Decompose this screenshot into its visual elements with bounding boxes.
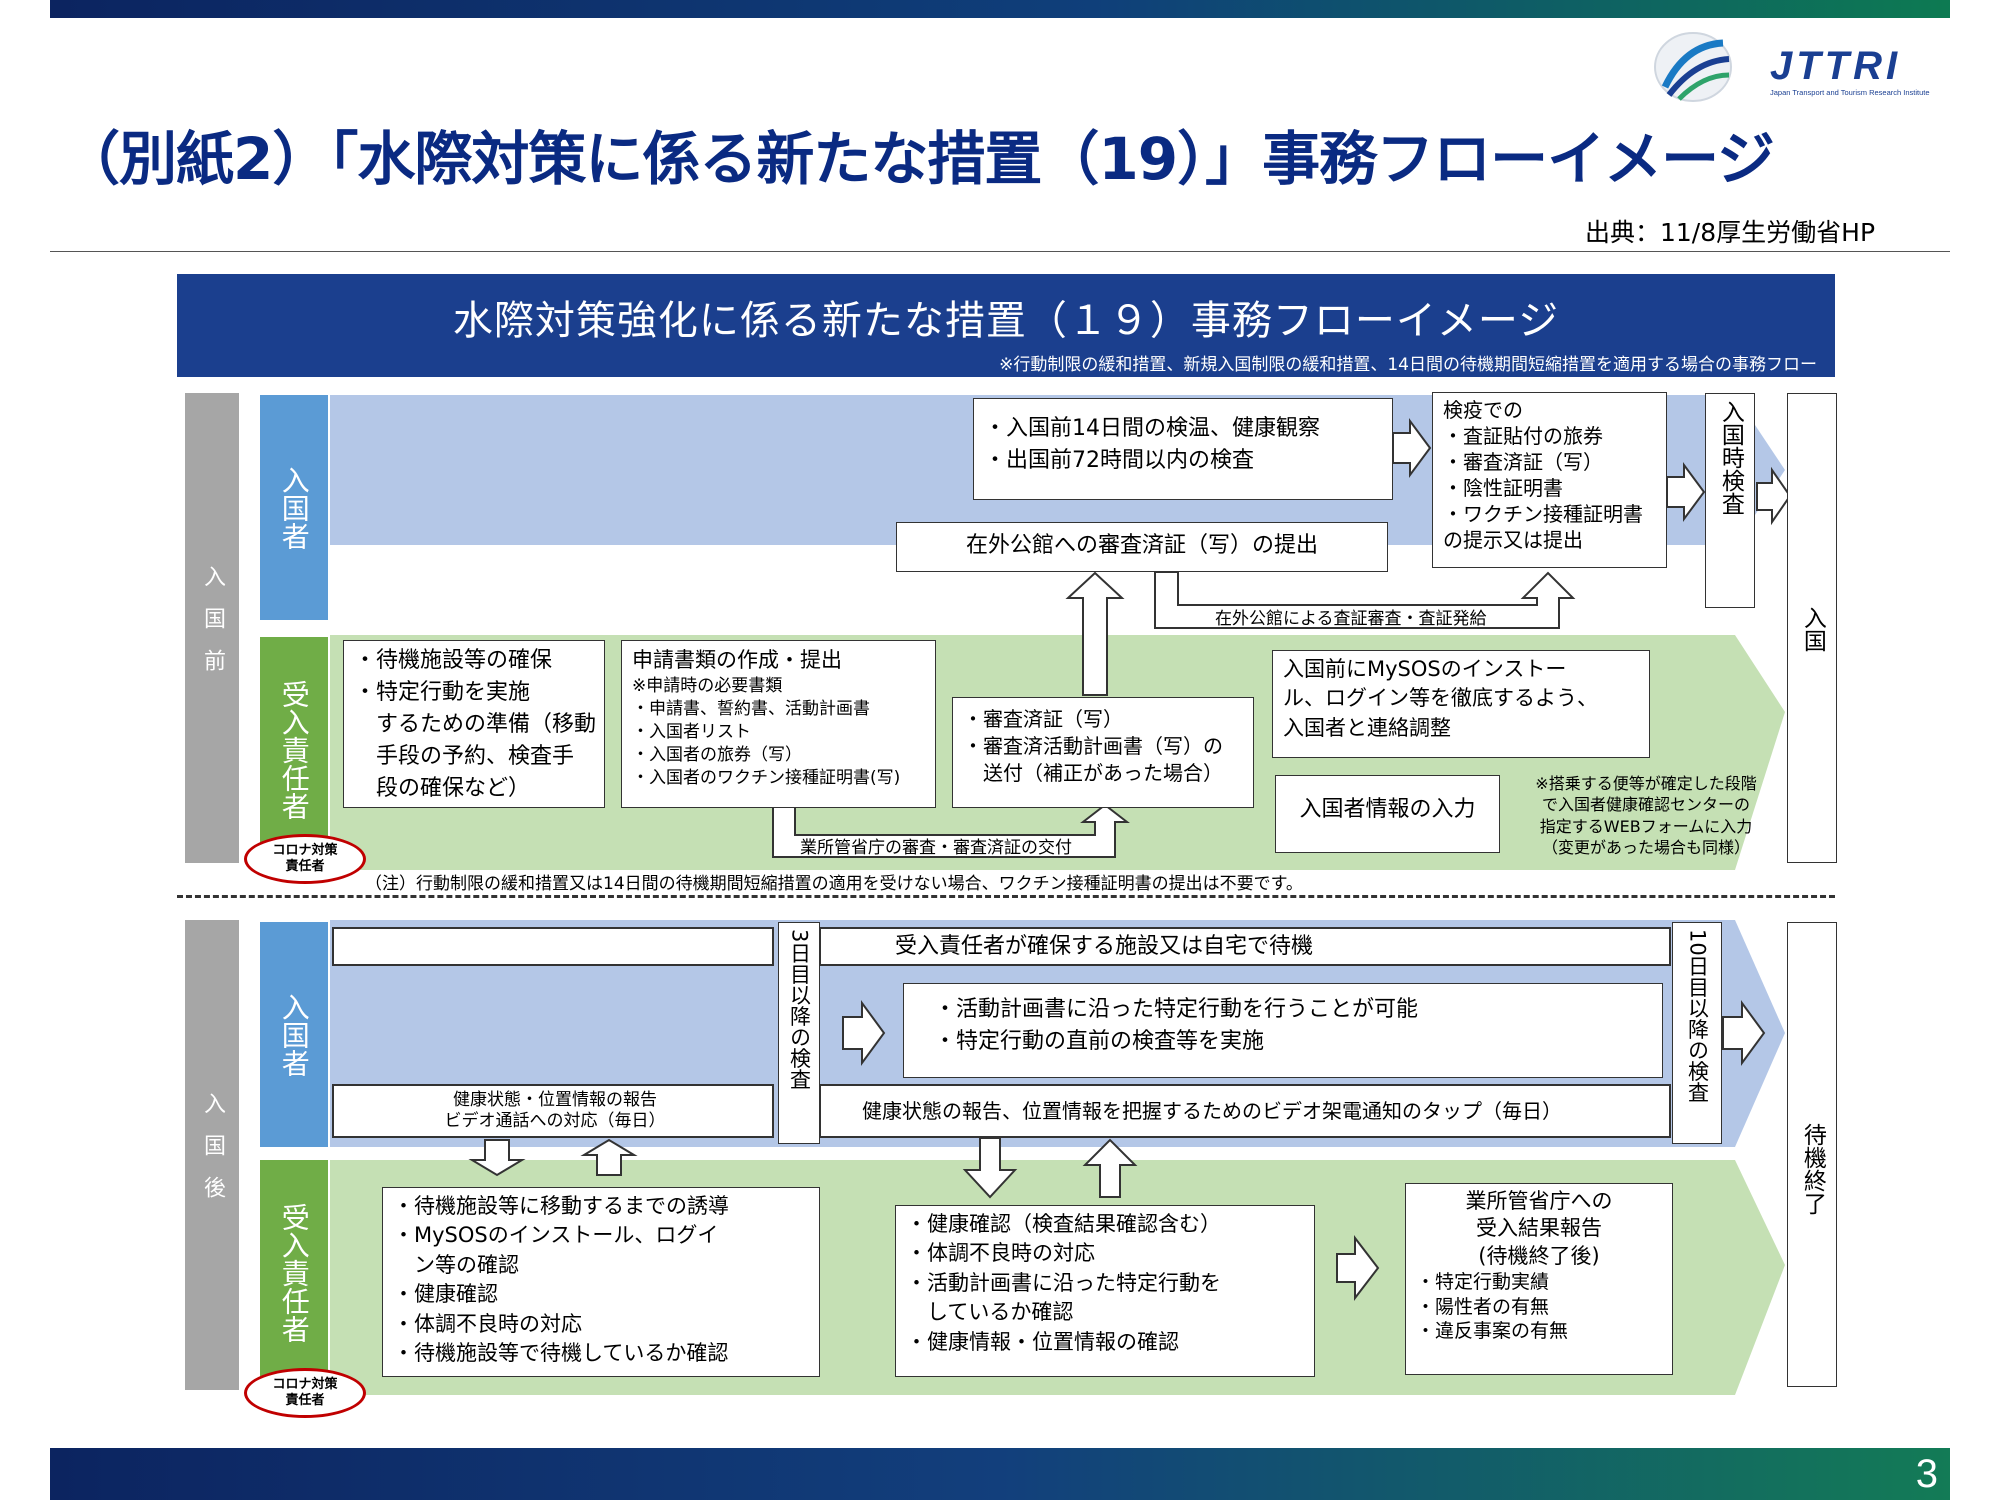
phase-before: 入国前 <box>185 393 239 863</box>
arrival-test-box: 入国時検査 <box>1705 393 1755 608</box>
sponsor-guidance-box: ・待機施設等に移動するまでの誘導・MySOSのインストール、ログイ ン等の確認・… <box>382 1187 820 1377</box>
row-label-sponsor-after: 受入責任者 <box>260 1160 328 1385</box>
arrow-up-icon <box>580 571 1138 1198</box>
input-note: ※搭乗する便等が確定した段階で入国者健康確認センターの指定するWEBフォームに入… <box>1535 774 1757 857</box>
activities-box: ・活動計画書に沿った特定行動を行うことが可能・特定行動の直前の検査等を実施 <box>903 983 1663 1078</box>
sponsor-prep-box: ・待機施設等の確保・特定行動を実施 するための準備（移動 手段の予約、検査手 段… <box>343 640 605 808</box>
application-box: 申請書類の作成・提出 ※申請時の必要書類・申請書、誓約書、活動計画書・入国者リス… <box>621 640 936 808</box>
day10-test-box: 10日目以降の検査 <box>1672 922 1722 1144</box>
video-tap-label: 健康状態の報告、位置情報を把握するためのビデオ架電通知のタップ（毎日） <box>862 1099 1562 1123</box>
jttri-logo-icon <box>1654 32 1732 102</box>
section-divider <box>177 895 1835 898</box>
page-title: （別紙2）「水際対策に係る新たな措置（19）」事務フローイメージ <box>62 125 1775 193</box>
ministry-review-label: 業所管省庁の審査・審査済証の交付 <box>800 838 1072 858</box>
wait-bar-right <box>819 927 1671 966</box>
embassy-submit-box: 在外公館への審査済証（写）の提出 <box>896 522 1388 572</box>
day3-test-box: 3日目以降の検査 <box>778 922 820 1144</box>
wait-end-box: 待機終了 <box>1787 922 1837 1387</box>
wait-bar-left <box>332 927 774 966</box>
health-report-bar <box>332 1084 774 1138</box>
row-label-sponsor-before: 受入責任者 <box>260 637 328 862</box>
mysos-coordination-box: 入国前にMySOSのインストール、ログイン等を徹底するよう、入国者と連絡調整 <box>1272 650 1650 758</box>
title-divider <box>50 251 1950 252</box>
source-note: 出典：11/8厚生労働省HP <box>1585 218 1876 247</box>
logo-text: JTTRI <box>1770 44 1902 88</box>
logo-subtext: Japan Transport and Tourism Research Ins… <box>1770 88 1930 97</box>
diagram-banner <box>177 274 1835 377</box>
embassy-visa-label: 在外公館による査証審査・査証発給 <box>1215 609 1487 629</box>
embassy-connector <box>1154 571 1576 629</box>
entrant-info-input-box: 入国者情報の入力 <box>1275 775 1500 853</box>
health-report-label: 健康状態・位置情報の報告ビデオ通話への対応（毎日） <box>444 1090 666 1132</box>
ministry-report-box: 業所管省庁への受入結果報告(待機終了後) ・特定行動実績・陽性者の有無・違反事案… <box>1405 1183 1673 1375</box>
top-brand-bar <box>50 0 1950 18</box>
ministry-connector <box>772 799 1130 858</box>
send-docs-box: ・審査済証（写）・審査済活動計画書（写）の 送付（補正があった場合） <box>952 697 1254 808</box>
entrant-checks-box: ・入国前14日間の検温、健康観察・出国前72時間以内の検査 <box>973 398 1393 500</box>
diagram-title: 水際対策強化に係る新たな措置（１９）事務フローイメージ <box>452 298 1560 344</box>
quarantine-docs-box: 検疫での・査証貼付の旅券・審査済証（写）・陰性証明書・ワクチン接種証明書の提示又… <box>1432 392 1667 568</box>
bottom-brand-bar <box>50 1448 1950 1500</box>
row-label-entrant-before: 入国者 <box>260 395 328 620</box>
footnote: （注）行動制限の緩和措置又は14日間の待機期間短縮措置の適用を受けない場合、ワク… <box>365 874 1303 894</box>
arrow-down-icon <box>468 1137 1018 1199</box>
phase-after: 入国後 <box>185 920 239 1390</box>
diagram-subtitle-note: ※行動制限の緩和措置、新規入国制限の緩和措置、14日間の待機期間短縮措置を適用す… <box>999 355 1817 375</box>
entry-box: 入国 <box>1787 393 1837 863</box>
corona-officer-badge: コロナ対策 責任者 <box>244 1368 366 1418</box>
video-tap-bar <box>819 1084 1671 1138</box>
sponsor-checks-box: ・健康確認（検査結果確認含む）・体調不良時の対応・活動計画書に沿った特定行動を … <box>895 1205 1315 1377</box>
row-label-entrant-after: 入国者 <box>260 922 328 1147</box>
page-number: 3 <box>1915 1452 1938 1496</box>
corona-officer-badge: コロナ対策 責任者 <box>244 834 366 884</box>
arrow-right-icon <box>842 417 1792 1301</box>
wait-label: 受入責任者が確保する施設又は自宅で待機 <box>895 934 1314 959</box>
